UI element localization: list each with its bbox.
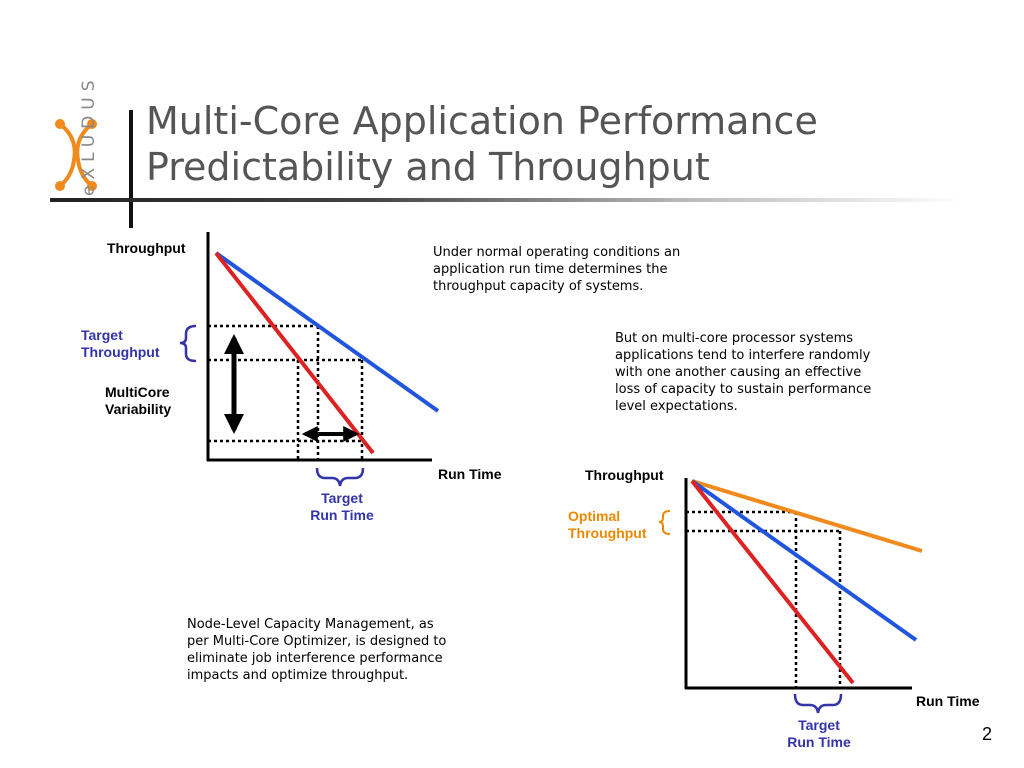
diagram1-guides bbox=[208, 324, 364, 460]
target-run-time-label-1: Target Run Time bbox=[310, 490, 374, 523]
diagram2-y-label: Throughput bbox=[585, 467, 664, 483]
multicore-interference-text: But on multi-core processor systems appl… bbox=[615, 331, 872, 414]
diagram2-blue-line bbox=[690, 479, 918, 642]
diagram1-y-label: Throughput bbox=[107, 240, 186, 256]
optimal-throughput-brace bbox=[658, 510, 671, 535]
diagram1-blue-line bbox=[214, 251, 440, 413]
target-throughput-brace bbox=[179, 324, 197, 363]
page-number: 2 bbox=[981, 724, 992, 744]
target-run-time-brace-2 bbox=[793, 693, 843, 714]
diagram2-guides bbox=[686, 510, 842, 688]
diagram2-x-label: Run Time bbox=[916, 693, 980, 709]
title-line-1: Multi-Core Application Performance bbox=[146, 99, 818, 143]
diagram1-red-line bbox=[214, 251, 375, 455]
diagram2-axes bbox=[684, 478, 912, 690]
slide-title: Multi-Core Application Performance Predi… bbox=[146, 98, 818, 190]
diagram1-axes bbox=[206, 232, 432, 462]
title-divider-vertical bbox=[129, 110, 133, 228]
target-run-time-label-2: Target Run Time bbox=[787, 717, 851, 750]
multicore-variability-label: MultiCore Variability bbox=[105, 384, 172, 417]
target-throughput-label: Target Throughput bbox=[81, 327, 160, 360]
diagram2-orange-line bbox=[691, 479, 923, 553]
diagram1-x-label: Run Time bbox=[438, 466, 502, 482]
node-level-management-text: Node-Level Capacity Management, as per M… bbox=[187, 617, 447, 683]
title-line-2: Predictability and Throughput bbox=[146, 145, 710, 189]
title-underline bbox=[50, 198, 964, 202]
logo-mark-icon bbox=[55, 119, 97, 191]
diagram2-red-line bbox=[690, 479, 855, 685]
optimal-throughput-label: Optimal Throughput bbox=[568, 508, 647, 541]
normal-conditions-text: Under normal operating conditions an app… bbox=[433, 245, 681, 294]
target-run-time-brace-1 bbox=[315, 467, 365, 487]
logo-wordmark: eXLUDUS bbox=[76, 30, 100, 200]
logo-text: eXLUDUS bbox=[79, 75, 99, 197]
